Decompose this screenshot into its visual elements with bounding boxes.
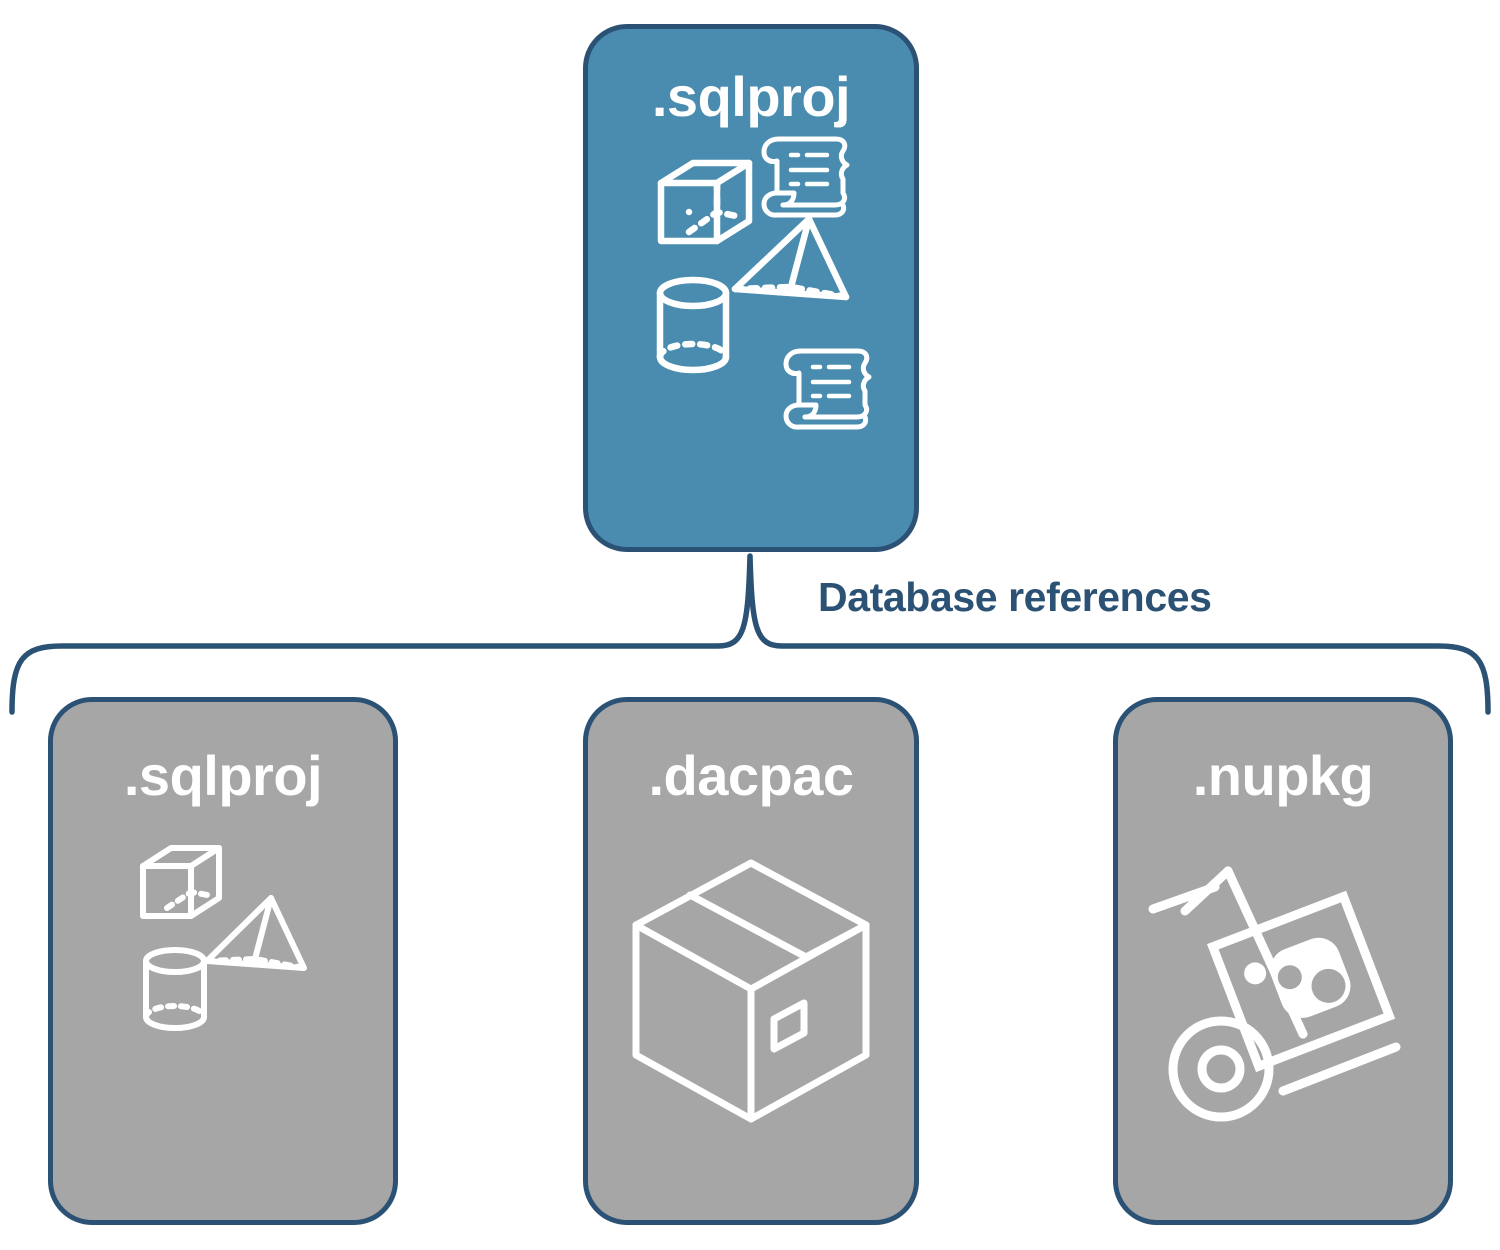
cylinder-wireframe-icon <box>656 276 730 374</box>
cube-wireframe-icon <box>140 845 222 919</box>
nuget-package-icon <box>1206 890 1396 1073</box>
scroll-script-icon <box>783 348 872 430</box>
hand-truck-icon <box>1148 866 1401 1122</box>
node-artwork <box>588 804 914 1220</box>
node-sqlproj-child[interactable]: .sqlproj <box>48 697 398 1225</box>
sqlproj-child-shapes-art <box>140 845 307 1031</box>
pyramid-wireframe-icon <box>731 215 850 301</box>
cylinder-wireframe-icon <box>143 947 207 1031</box>
cube-wireframe-icon <box>657 159 753 245</box>
node-title: .sqlproj <box>651 65 851 128</box>
node-title: .sqlproj <box>123 744 323 807</box>
node-dacpac[interactable]: .dacpac <box>583 697 919 1225</box>
node-artwork <box>588 125 914 547</box>
node-title: .nupkg <box>1192 744 1374 807</box>
database-references-brace <box>9 553 1491 715</box>
node-sqlproj-root[interactable]: .sqlproj <box>583 24 919 552</box>
node-artwork <box>53 804 393 1220</box>
scroll-script-icon <box>761 136 850 218</box>
package-box-icon <box>632 859 870 1123</box>
node-title: .dacpac <box>648 744 854 807</box>
brace-label: Database references <box>818 574 1212 620</box>
node-artwork <box>1118 804 1448 1220</box>
pyramid-wireframe-icon <box>204 895 307 971</box>
node-nupkg[interactable]: .nupkg <box>1113 697 1453 1225</box>
sqlproj-shapes-art <box>656 136 872 430</box>
